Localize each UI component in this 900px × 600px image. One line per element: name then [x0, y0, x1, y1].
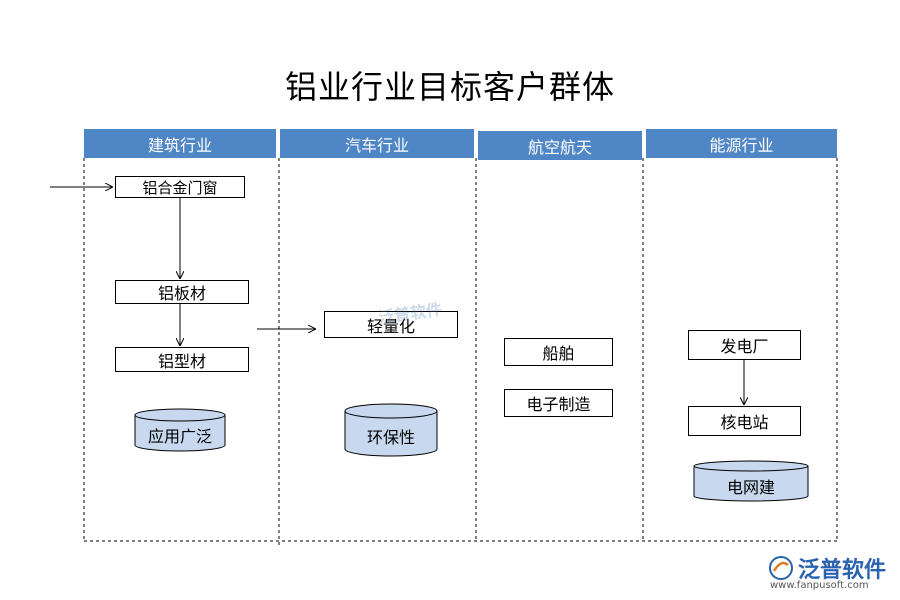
cylinder-shape — [344, 403, 438, 457]
cylinder-label: 电网建 — [726, 478, 775, 497]
cylinder-label: 环保性 — [366, 428, 415, 447]
lane-header-energy: 能源行业 — [646, 129, 837, 158]
node-ship: 船舶 — [504, 338, 613, 366]
node-nuclear-station: 核电站 — [688, 406, 801, 436]
diagram-title: 铝业行业目标客户群体 — [284, 68, 615, 106]
logo-url: www.fanpusoft.com — [770, 580, 869, 591]
node-lightweight: 轻量化 — [324, 311, 458, 338]
node-aluminum-sheet: 铝板材 — [115, 280, 249, 304]
node-power-plant: 发电厂 — [688, 330, 801, 360]
lane-header-label: 建筑行业 — [147, 135, 212, 155]
cylinder-environmental: 环保性 — [344, 403, 438, 457]
lane-header-label: 能源行业 — [709, 135, 774, 155]
lane-header-automotive: 汽车行业 — [280, 129, 474, 158]
lane-header-label: 汽车行业 — [344, 135, 409, 155]
node-aluminum-doors-windows: 铝合金门窗 — [115, 176, 245, 198]
cylinder-shape — [693, 460, 809, 502]
lane-borders — [83, 158, 838, 548]
node-aluminum-profile: 铝型材 — [115, 347, 249, 372]
logo-text: 泛普软件 — [798, 558, 887, 583]
cylinder-wide-application: 应用广泛 — [134, 408, 226, 452]
cylinder-grid-construction: 电网建 — [693, 460, 809, 502]
cylinder-shape — [134, 408, 226, 452]
node-electronics-manufacturing: 电子制造 — [504, 389, 613, 417]
cylinder-label: 应用广泛 — [147, 427, 212, 446]
lane-header-label: 航空航天 — [527, 137, 592, 157]
lane-header-construction: 建筑行业 — [84, 129, 276, 158]
logo-icon — [769, 556, 793, 580]
lane-header-aerospace: 航空航天 — [478, 131, 642, 160]
brand-logo: 泛普软件 www.fanpusoft.com — [768, 552, 887, 591]
